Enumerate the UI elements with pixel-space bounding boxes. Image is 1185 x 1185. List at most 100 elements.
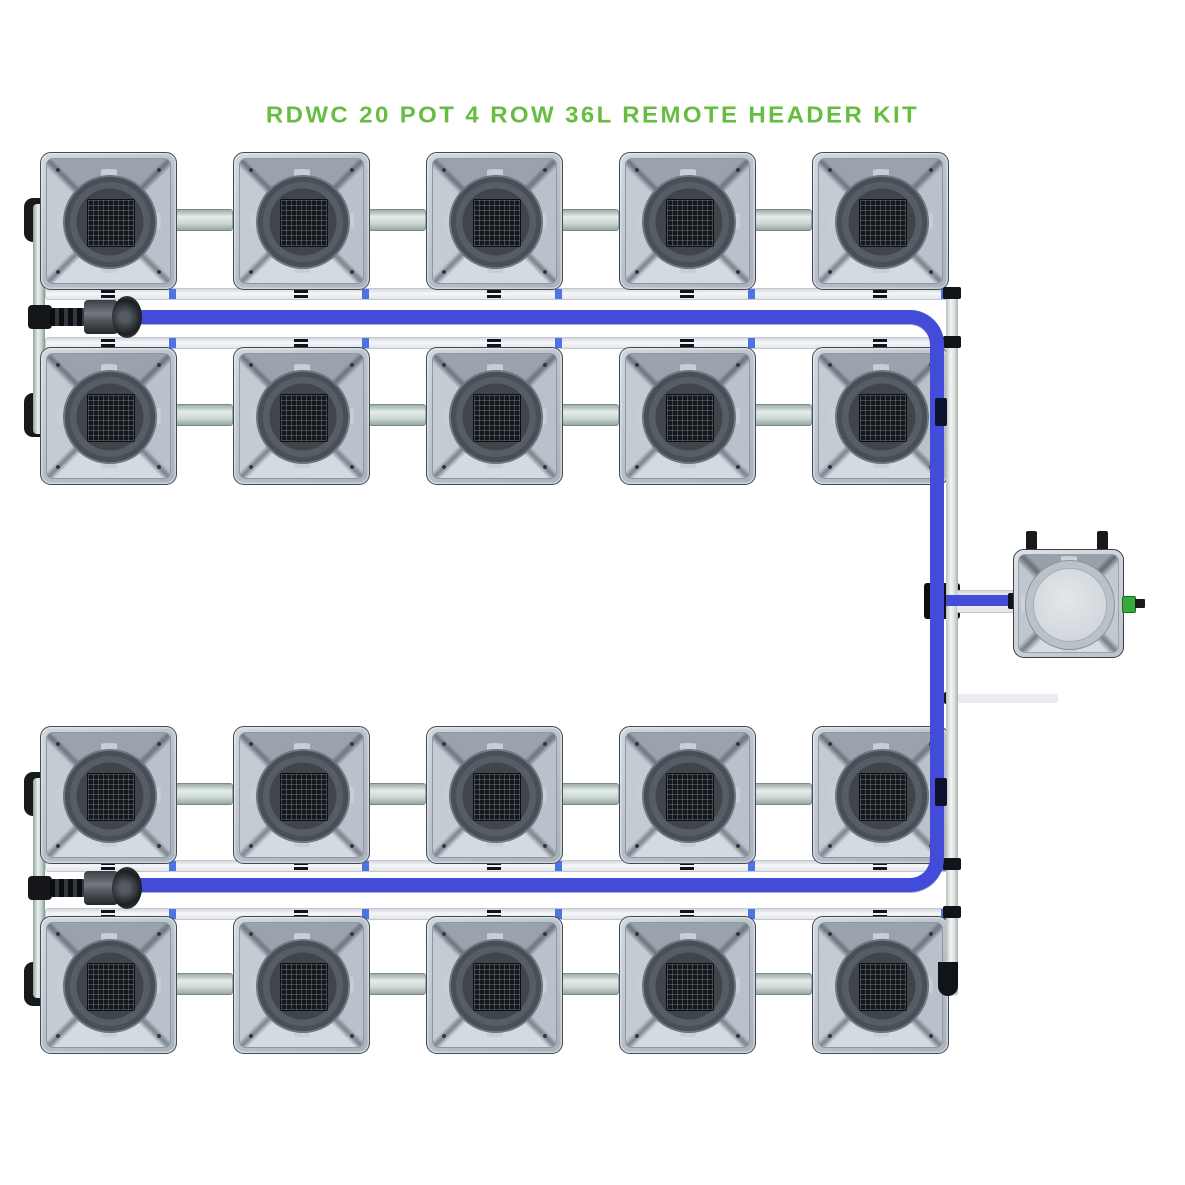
pot-mesh-insert (86, 963, 135, 1011)
pot-lid-disc (641, 749, 736, 843)
pot-lid-disc (641, 370, 736, 464)
pot-r3-c1 (40, 726, 177, 864)
pot-lid-disc (834, 370, 929, 464)
tank-feed-blue-tube (946, 595, 1016, 606)
pot-lid-disc (255, 749, 350, 843)
pot-r2-c4 (619, 347, 756, 485)
tank-lid-cap (1032, 567, 1107, 642)
pot-link-pipe (368, 973, 426, 995)
pot-r4-c4 (619, 916, 756, 1054)
pot-lid-disc (448, 370, 543, 464)
pot-mesh-insert (279, 963, 328, 1011)
pot-mesh-insert (665, 773, 714, 821)
pot-lid-disc (834, 175, 929, 269)
tube-union-fitting (935, 398, 947, 426)
pot-r1-c5 (812, 152, 949, 290)
pot-mesh-insert (279, 394, 328, 442)
pot-r2-c2 (233, 347, 370, 485)
pipe-junction-fitting (943, 287, 961, 299)
pot-link-pipe (754, 783, 812, 805)
tube-union-fitting (935, 778, 947, 806)
pot-mesh-insert (279, 773, 328, 821)
page-title: RDWC 20 POT 4 ROW 36L REMOTE HEADER KIT (265, 102, 920, 129)
pot-mesh-insert (472, 773, 521, 821)
pot-mesh-insert (472, 199, 521, 247)
pot-lid-disc (834, 939, 929, 1033)
tank-post (1026, 531, 1037, 553)
pot-mesh-insert (665, 199, 714, 247)
pot-lid-disc (62, 939, 157, 1033)
pot-link-pipe (754, 973, 812, 995)
pot-lid-disc (448, 939, 543, 1033)
pot-r3-c5 (812, 726, 949, 864)
pump2-tee-fitting (28, 876, 52, 900)
pot-r3-c3 (426, 726, 563, 864)
pot-mesh-insert (858, 773, 907, 821)
pot-mesh-insert (86, 394, 135, 442)
pump1-inlet-cap (112, 296, 142, 338)
pot-lid-disc (62, 749, 157, 843)
tank-green-fitting (1122, 596, 1136, 613)
pot-lid-disc (255, 175, 350, 269)
pipe-junction-fitting (943, 906, 961, 918)
pot-mesh-insert (472, 963, 521, 1011)
pot-r2-c1 (40, 347, 177, 485)
pot-link-pipe (175, 209, 233, 231)
pot-mesh-insert (86, 773, 135, 821)
pot-r1-c3 (426, 152, 563, 290)
pot-link-pipe (754, 209, 812, 231)
pot-link-pipe (175, 783, 233, 805)
pot-lid-disc (834, 749, 929, 843)
pipe-junction-fitting (943, 336, 961, 348)
pot-mesh-insert (472, 394, 521, 442)
pot-lid-disc (641, 175, 736, 269)
pot-r1-c1 (40, 152, 177, 290)
pot-link-pipe (368, 209, 426, 231)
pot-link-pipe (561, 404, 619, 426)
pot-link-pipe (368, 404, 426, 426)
pump2-threaded-connector (50, 879, 86, 897)
pot-mesh-insert (665, 394, 714, 442)
pot-link-pipe (561, 973, 619, 995)
pot-r2-c5 (812, 347, 949, 485)
pot-link-pipe (561, 209, 619, 231)
pump1-threaded-connector (50, 308, 86, 326)
pot-mesh-insert (86, 199, 135, 247)
pot-r4-c3 (426, 916, 563, 1054)
pipe-junction-fitting (943, 858, 961, 870)
pot-mesh-insert (858, 963, 907, 1011)
pot-lid-disc (255, 939, 350, 1033)
tank-fitting-stub (1135, 599, 1145, 608)
pot-mesh-insert (858, 394, 907, 442)
pot-mesh-insert (279, 199, 328, 247)
pot-link-pipe (175, 404, 233, 426)
pot-lid-disc (641, 939, 736, 1033)
pot-link-pipe (561, 783, 619, 805)
right-vertical-pipe (946, 288, 958, 996)
tank-post (1097, 531, 1108, 553)
pot-link-pipe (175, 973, 233, 995)
pot-lid-disc (448, 749, 543, 843)
pot-link-pipe (754, 404, 812, 426)
blue-recirculation-tubing (138, 310, 944, 892)
pot-r4-c2 (233, 916, 370, 1054)
pot-lid-disc (448, 175, 543, 269)
pot-r2-c3 (426, 347, 563, 485)
pump2-inlet-cap (112, 867, 142, 909)
pot-mesh-insert (665, 963, 714, 1011)
pump1-tee-fitting (28, 305, 52, 329)
pot-r4-c5 (812, 916, 949, 1054)
pot-mesh-insert (858, 199, 907, 247)
pot-r1-c4 (619, 152, 756, 290)
right-bottom-elbow-fitting (938, 962, 958, 996)
overflow-pipe (948, 694, 1058, 703)
pot-lid-disc (62, 370, 157, 464)
pot-r4-c1 (40, 916, 177, 1054)
pot-r3-c2 (233, 726, 370, 864)
pot-r1-c2 (233, 152, 370, 290)
pot-r3-c4 (619, 726, 756, 864)
remote-header-tank (1013, 549, 1124, 658)
pot-lid-disc (62, 175, 157, 269)
pot-link-pipe (368, 783, 426, 805)
